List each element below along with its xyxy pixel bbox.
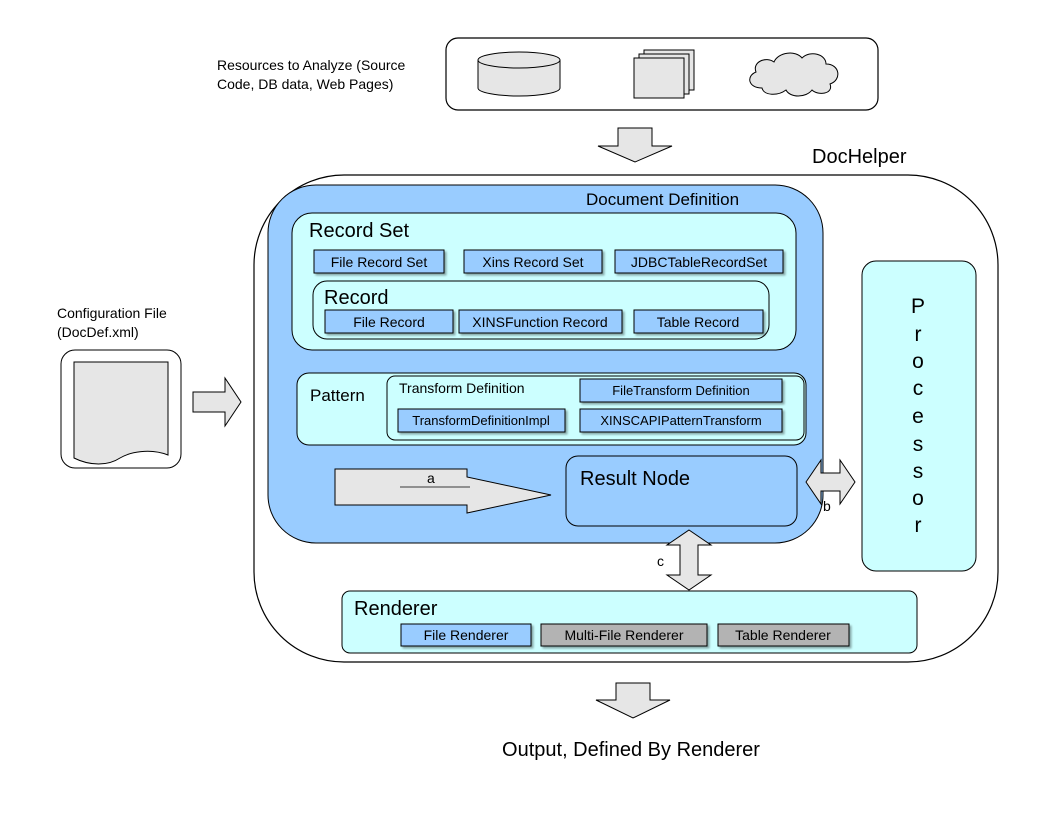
processor-panel xyxy=(861,260,977,572)
pattern-title: Pattern xyxy=(310,386,365,405)
transform-definition-impl-label: TransformDefinitionImpl xyxy=(412,413,550,428)
arrow-a xyxy=(334,468,552,514)
right-arrow-config xyxy=(192,376,242,428)
resources-label-line1: Resources to Analyze (Source xyxy=(217,57,406,73)
processor-label-2: o xyxy=(912,350,924,373)
arrow-b xyxy=(805,458,856,506)
file-renderer-label: File Renderer xyxy=(424,627,509,643)
config-label-line1: Configuration File xyxy=(57,305,167,321)
record-title: Record xyxy=(324,287,388,309)
cloud-icon xyxy=(749,52,839,97)
file-transform-definition-label: FileTransform Definition xyxy=(612,383,750,398)
file-record-set-item xyxy=(313,249,445,274)
arrow-b-label: b xyxy=(823,498,831,514)
processor-label-6: s xyxy=(913,460,924,483)
document-definition-title: Document Definition xyxy=(586,190,739,209)
xins-capi-pattern-transform-label: XINSCAPIPatternTransform xyxy=(600,413,761,428)
xins-function-record-label: XINSFunction Record xyxy=(472,314,607,330)
processor-label-1: r xyxy=(915,323,922,346)
xins-function-record-item xyxy=(458,309,623,334)
database-icon xyxy=(477,51,561,97)
file-record-set-label: File Record Set xyxy=(331,254,428,270)
xins-record-set-item xyxy=(463,249,603,274)
processor-label-4: e xyxy=(912,405,924,428)
document-icon xyxy=(73,361,169,465)
table-record-label: Table Record xyxy=(657,314,740,330)
record-set-title: Record Set xyxy=(309,220,409,242)
processor-label-3: c xyxy=(913,377,924,400)
resources-panel xyxy=(445,37,879,111)
arrow-a-label: a xyxy=(427,470,435,486)
table-renderer-item xyxy=(717,623,850,647)
multi-file-renderer-item xyxy=(540,623,708,647)
xins-record-set-label: Xins Record Set xyxy=(482,254,583,270)
renderer-title: Renderer xyxy=(354,598,438,620)
arrow-c-label: c xyxy=(657,553,664,569)
jdbc-table-record-set-item xyxy=(614,249,784,274)
xins-capi-pattern-transform-item xyxy=(579,408,783,433)
processor-label-5: s xyxy=(913,433,924,456)
config-label-line2: (DocDef.xml) xyxy=(57,324,139,340)
transform-definition-impl-item xyxy=(397,408,566,433)
resources-label-line2: Code, DB data, Web Pages) xyxy=(217,76,393,92)
multi-file-renderer-label: Multi-File Renderer xyxy=(564,627,683,643)
file-record-label: File Record xyxy=(353,314,425,330)
file-record-item xyxy=(324,309,454,334)
arrow-c xyxy=(665,529,713,591)
file-transform-definition-item xyxy=(579,378,783,403)
down-arrow-input xyxy=(597,127,673,163)
dochelper-title: DocHelper xyxy=(812,146,907,168)
jdbc-table-record-set-label: JDBCTableRecordSet xyxy=(631,254,767,270)
table-record-item xyxy=(633,309,764,334)
processor-label-8: r xyxy=(915,514,922,537)
processor-label-0: P xyxy=(911,295,925,318)
documents-icon xyxy=(633,49,695,99)
transform-definition-title: Transform Definition xyxy=(399,380,525,396)
file-renderer-item xyxy=(400,623,532,647)
result-node-title: Result Node xyxy=(580,468,690,490)
processor-label-7: o xyxy=(912,487,924,510)
result-node-panel xyxy=(565,455,798,527)
down-arrow-output xyxy=(595,682,671,719)
output-label: Output, Defined By Renderer xyxy=(502,739,760,761)
table-renderer-label: Table Renderer xyxy=(735,627,831,643)
